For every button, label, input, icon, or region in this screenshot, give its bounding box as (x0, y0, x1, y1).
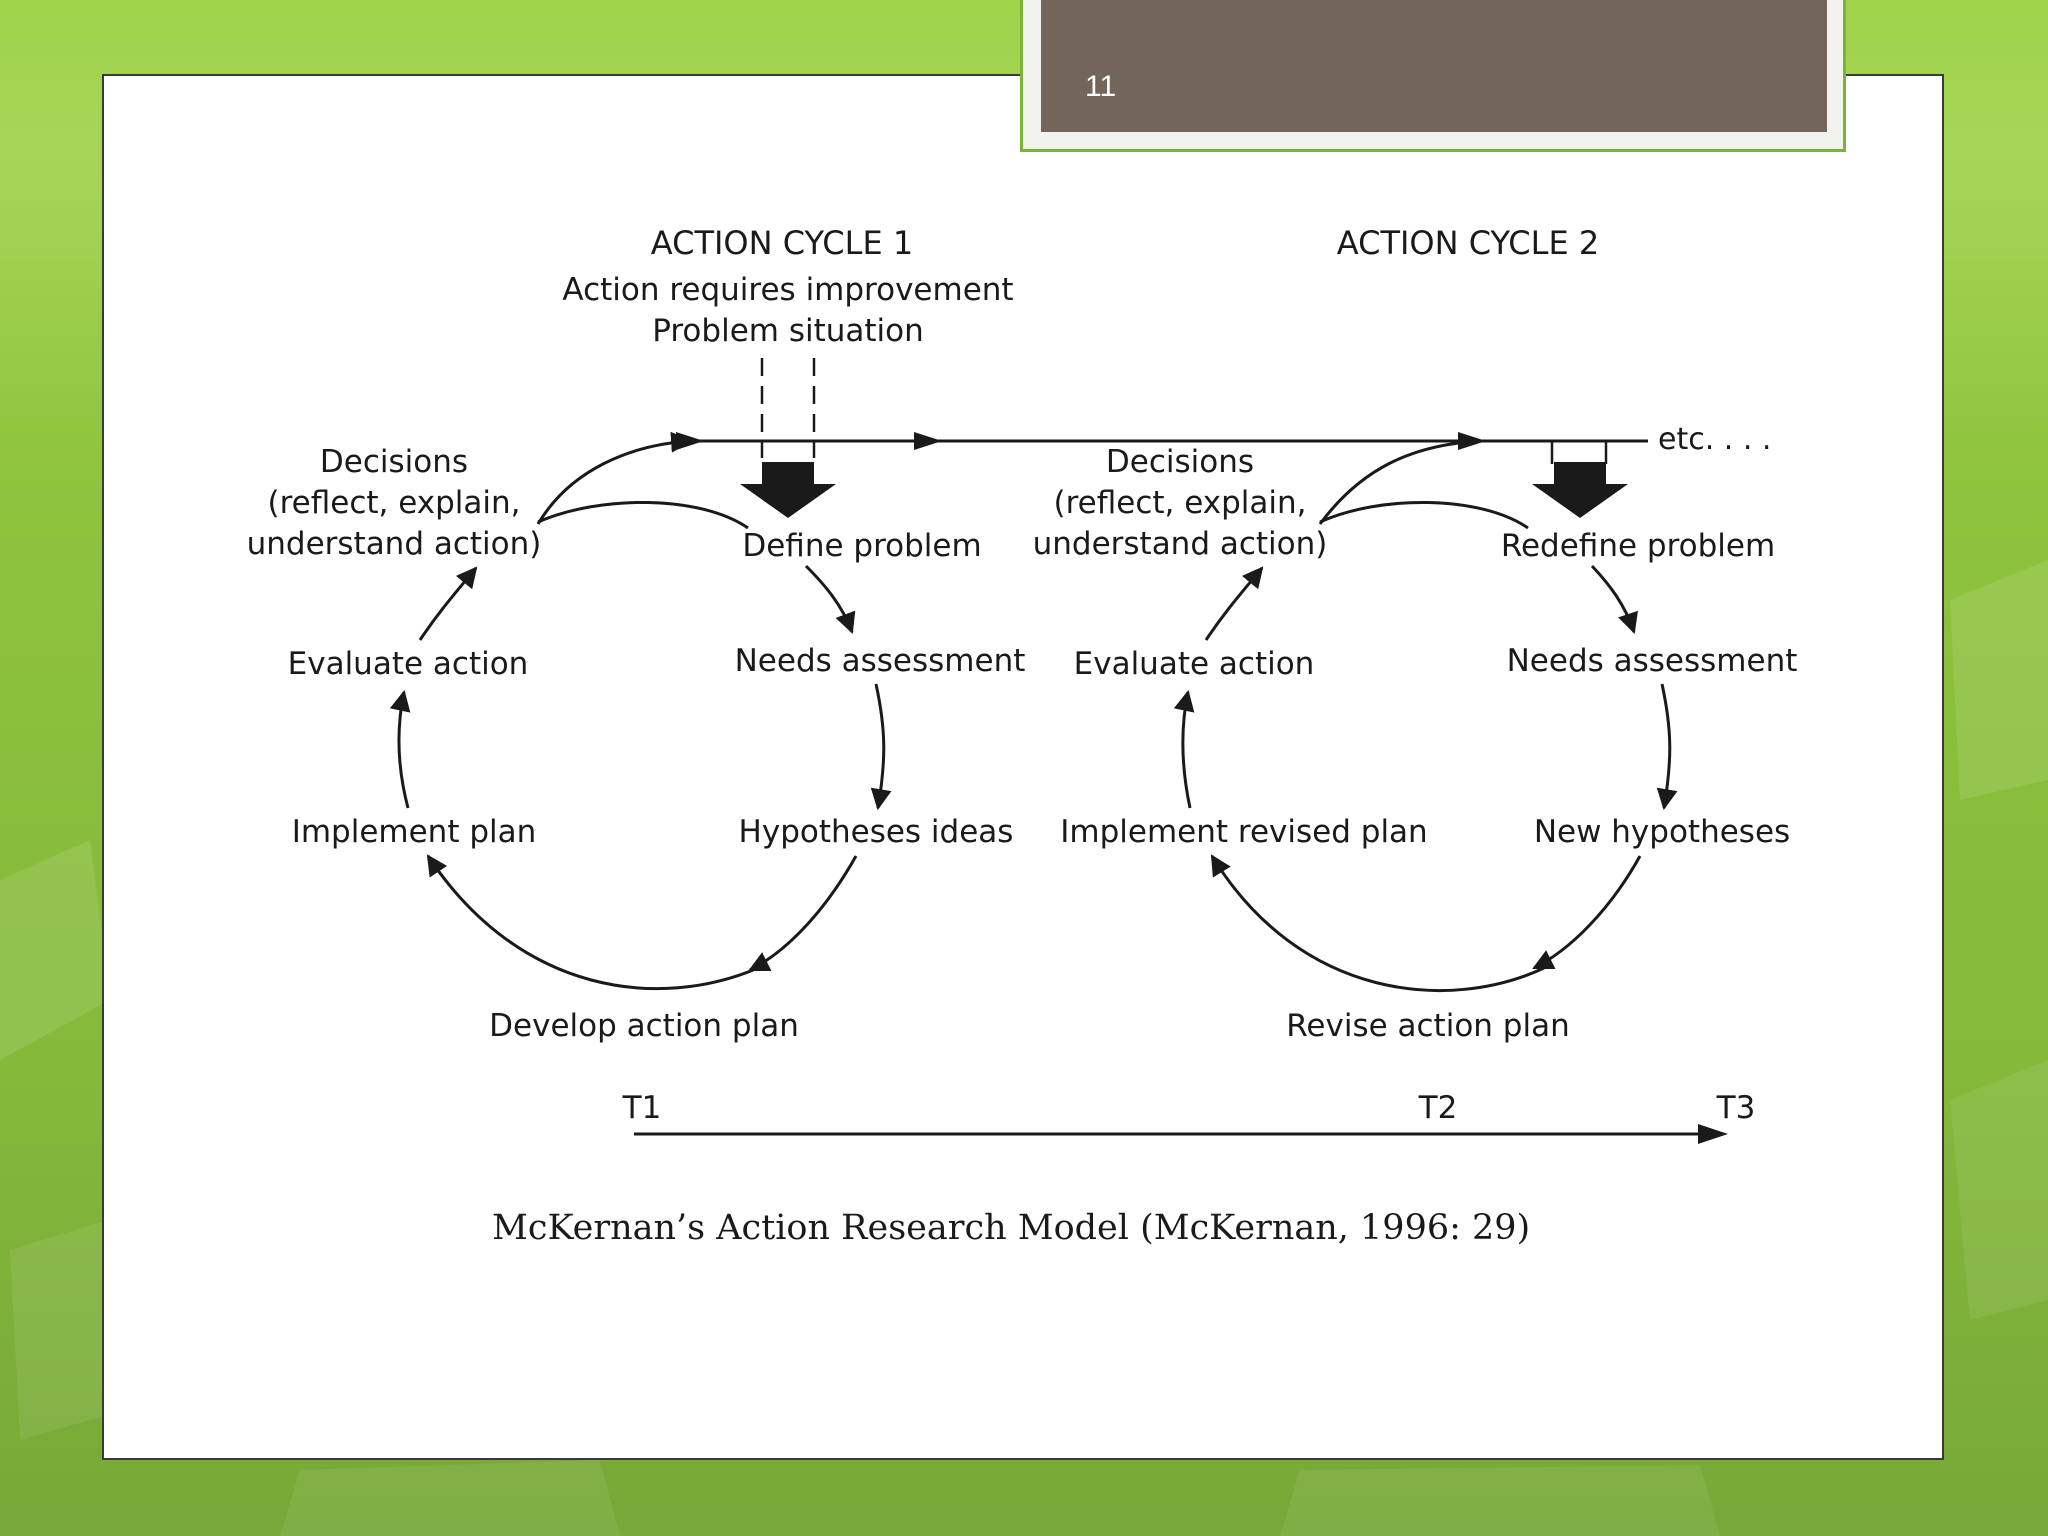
slide-card (102, 74, 1944, 1460)
cycle2-needs-assessment: Needs assessment (1507, 643, 1798, 679)
cycle2-implement-revised-plan: Implement revised plan (1060, 814, 1427, 850)
cycle2-title: ACTION CYCLE 2 (1337, 224, 1599, 262)
curve-define-to-needs-1 (804, 564, 856, 634)
timeline-t1: T1 (622, 1090, 662, 1126)
figure-caption: McKernan’s Action Research Model (McKern… (492, 1208, 1531, 1248)
curve-decisions-to-define-2 (1319, 500, 1529, 530)
cycle1-decisions-line3: understand action) (247, 526, 542, 562)
block-arrow-cycle2 (1532, 462, 1628, 518)
etc-label: etc. . . . (1658, 422, 1771, 457)
slide-number-panel: 11 (1041, 0, 1827, 132)
block-arrow-cycle1 (740, 462, 836, 518)
curve-decisions-to-flow-1 (536, 431, 693, 525)
curve-needs-to-hypotheses-2 (1656, 683, 1678, 811)
slide-number-tab: 11 (1020, 0, 1846, 152)
cycle1-define-problem: Define problem (742, 528, 981, 564)
cycle1-hypotheses: Hypotheses ideas (739, 814, 1014, 850)
flow-arrow-2 (914, 432, 942, 450)
cycle2-new-hypotheses: New hypotheses (1534, 814, 1790, 850)
cycle1-needs-assessment: Needs assessment (735, 643, 1026, 679)
cycle1-decisions-line1: Decisions (320, 444, 468, 480)
cycle2-evaluate-action: Evaluate action (1074, 646, 1315, 682)
cycle2-revise-plan: Revise action plan (1286, 1008, 1569, 1044)
cycle2-redefine-problem: Redefine problem (1501, 528, 1775, 564)
curve-implement-to-evaluate-2 (1173, 689, 1195, 809)
timeline-arrow (1698, 1124, 1728, 1144)
curve-develop-to-implement-2 (1210, 854, 1545, 993)
curve-decisions-to-flow-2 (1318, 439, 1481, 525)
cycle2-decisions-line3: understand action) (1033, 526, 1328, 562)
timeline-t2: T2 (1418, 1090, 1458, 1126)
curve-evaluate-to-decisions-1 (418, 566, 478, 641)
curve-hypotheses-to-develop-2 (1532, 855, 1642, 970)
cycle1-evaluate-action: Evaluate action (288, 646, 529, 682)
curve-needs-to-hypotheses-1 (870, 683, 892, 811)
timeline-t3: T3 (1716, 1090, 1756, 1126)
curve-implement-to-evaluate-1 (389, 689, 411, 809)
curve-evaluate-to-decisions-2 (1204, 566, 1264, 641)
cycle1-implement-plan: Implement plan (292, 814, 537, 850)
cycle2-decisions-line1: Decisions (1106, 444, 1254, 480)
cycle1-title: ACTION CYCLE 1 (651, 224, 913, 262)
curve-define-to-needs-2 (1590, 564, 1638, 634)
cycle1-trigger-line2: Problem situation (652, 313, 924, 349)
slide-number: 11 (1085, 70, 1117, 103)
cycle1-trigger-line1: Action requires improvement (562, 272, 1013, 308)
curve-hypotheses-to-develop-1 (748, 855, 858, 972)
cycle2-decisions-line2: (reflect, explain, (1053, 485, 1306, 521)
cycle1-decisions-line2: (reflect, explain, (267, 485, 520, 521)
curve-develop-to-implement-1 (426, 854, 759, 991)
cycle1-develop-plan: Develop action plan (489, 1008, 799, 1044)
curve-decisions-to-define-1 (537, 501, 749, 530)
